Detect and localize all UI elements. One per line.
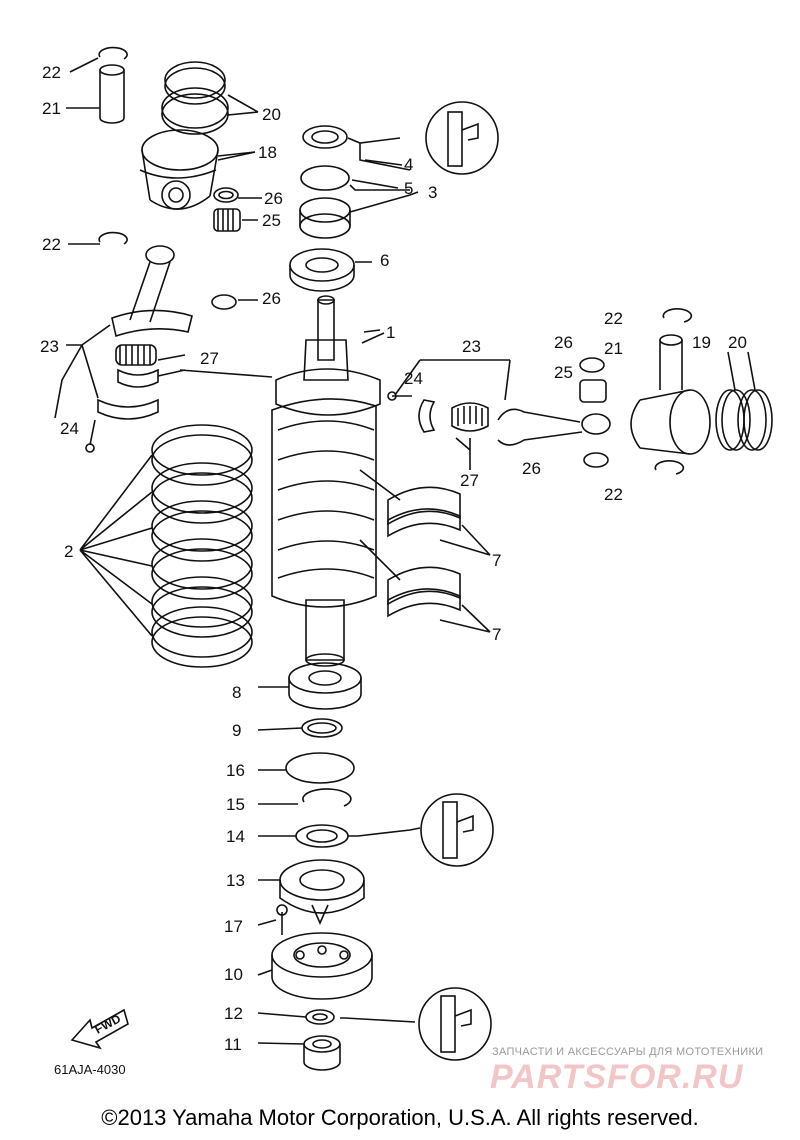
part-label: 21 — [604, 339, 623, 358]
part-label: 27 — [200, 349, 219, 368]
forward-arrow-icon — [70, 1008, 129, 1050]
part-label: 20 — [728, 333, 747, 352]
oil-seal-4 — [302, 125, 348, 149]
part-label: 3 — [428, 183, 438, 202]
bearing-26-top — [213, 187, 239, 203]
bolt-17 — [276, 904, 288, 935]
bearing-27-right — [451, 402, 489, 432]
piston-pin-21-right — [659, 334, 683, 390]
ball-bearing-10 — [271, 932, 373, 1000]
part-label: 1 — [386, 323, 396, 342]
part-label: 7 — [492, 625, 502, 644]
part-label: 13 — [226, 871, 245, 890]
circlip-22-top — [98, 46, 128, 60]
part-label: 12 — [224, 1004, 243, 1023]
bearing-26-left — [211, 294, 237, 310]
part-label: 2 — [64, 542, 74, 561]
part-label: 8 — [232, 683, 242, 702]
part-label: 22 — [42, 63, 61, 82]
part-label: 23 — [40, 337, 59, 356]
part-label: 7 — [492, 551, 502, 570]
watermark-logo: PARTSFOR.RU — [490, 1058, 744, 1096]
circlip-15 — [302, 788, 352, 807]
watermark-tagline: ЗАПЧАСТИ И АКСЕССУАРЫ ДЛЯ МОТОТЕХНИКИ — [492, 1046, 764, 1058]
part-label: 19 — [692, 333, 711, 352]
part-label: 16 — [226, 761, 245, 780]
cap-bolt-24-right — [387, 391, 412, 401]
ball-bearing-8 — [288, 662, 362, 710]
crankshaft-1 — [271, 295, 381, 667]
part-label: 6 — [380, 251, 390, 270]
piston-pin-21 — [99, 64, 125, 124]
part-label: 18 — [258, 143, 277, 162]
part-label: 22 — [42, 235, 61, 254]
part-label: 5 — [404, 179, 414, 198]
part-label: 9 — [232, 721, 242, 740]
oil-seal-14 — [295, 824, 349, 848]
part-label: 15 — [226, 795, 245, 814]
part-label: 20 — [262, 105, 281, 124]
connecting-rod-left — [111, 245, 193, 338]
part-label: 26 — [262, 289, 281, 308]
part-label: 22 — [604, 485, 623, 504]
seal-12 — [305, 1009, 335, 1025]
detail-inset-middle — [420, 793, 494, 867]
part-label: 25 — [262, 211, 281, 230]
part-label: 24 — [60, 419, 79, 438]
circlip-22-right — [654, 308, 693, 475]
piston-rings-2 — [79, 424, 253, 668]
ball-bearing-6 — [289, 248, 355, 292]
part-label: 4 — [404, 155, 414, 174]
part-label: 22 — [604, 309, 623, 328]
part-label: 25 — [554, 363, 573, 382]
part-label: 14 — [226, 827, 245, 846]
bearing-26-right-top — [579, 357, 605, 373]
o-ring-5 — [300, 165, 350, 191]
part-label: 10 — [224, 965, 243, 984]
drawing-code: 61AJA-4030 — [54, 1062, 126, 1077]
circlip-22-mid — [98, 231, 128, 245]
bearing-26-right-bottom — [583, 452, 609, 468]
piston-19 — [630, 389, 711, 455]
detail-inset-bottom — [418, 987, 492, 1061]
bearing-housing-13 — [279, 859, 365, 925]
copyright-notice: ©2013 Yamaha Motor Corporation, U.S.A. A… — [101, 1105, 699, 1130]
part-label: 26 — [522, 459, 541, 478]
nut-11 — [303, 1035, 341, 1071]
needle-bearing-25-right — [579, 379, 607, 403]
main-bearing-7-lower — [387, 566, 491, 633]
needle-bearing-25 — [213, 208, 241, 232]
part-label: 21 — [42, 99, 61, 118]
circlip-9 — [301, 718, 343, 738]
o-ring-16 — [285, 752, 355, 784]
part-label: 11 — [224, 1035, 242, 1054]
part-label: 23 — [462, 337, 481, 356]
bearing-27-left — [115, 344, 186, 388]
part-label: 26 — [554, 333, 573, 352]
piston-18 — [139, 129, 256, 210]
part-label: 26 — [264, 189, 283, 208]
part-label: 24 — [404, 369, 423, 388]
piston-rings-20 — [161, 61, 259, 135]
needle-bearing-3 — [299, 197, 351, 239]
part-label: 27 — [460, 471, 479, 490]
rod-cap-left — [85, 398, 159, 453]
detail-inset-top — [425, 101, 499, 175]
main-bearing-7-upper — [387, 486, 491, 556]
connecting-rod-right — [497, 408, 611, 446]
piston-rings-20-right — [715, 351, 773, 451]
part-label: 17 — [224, 917, 243, 936]
rod-cap-right — [418, 399, 436, 433]
